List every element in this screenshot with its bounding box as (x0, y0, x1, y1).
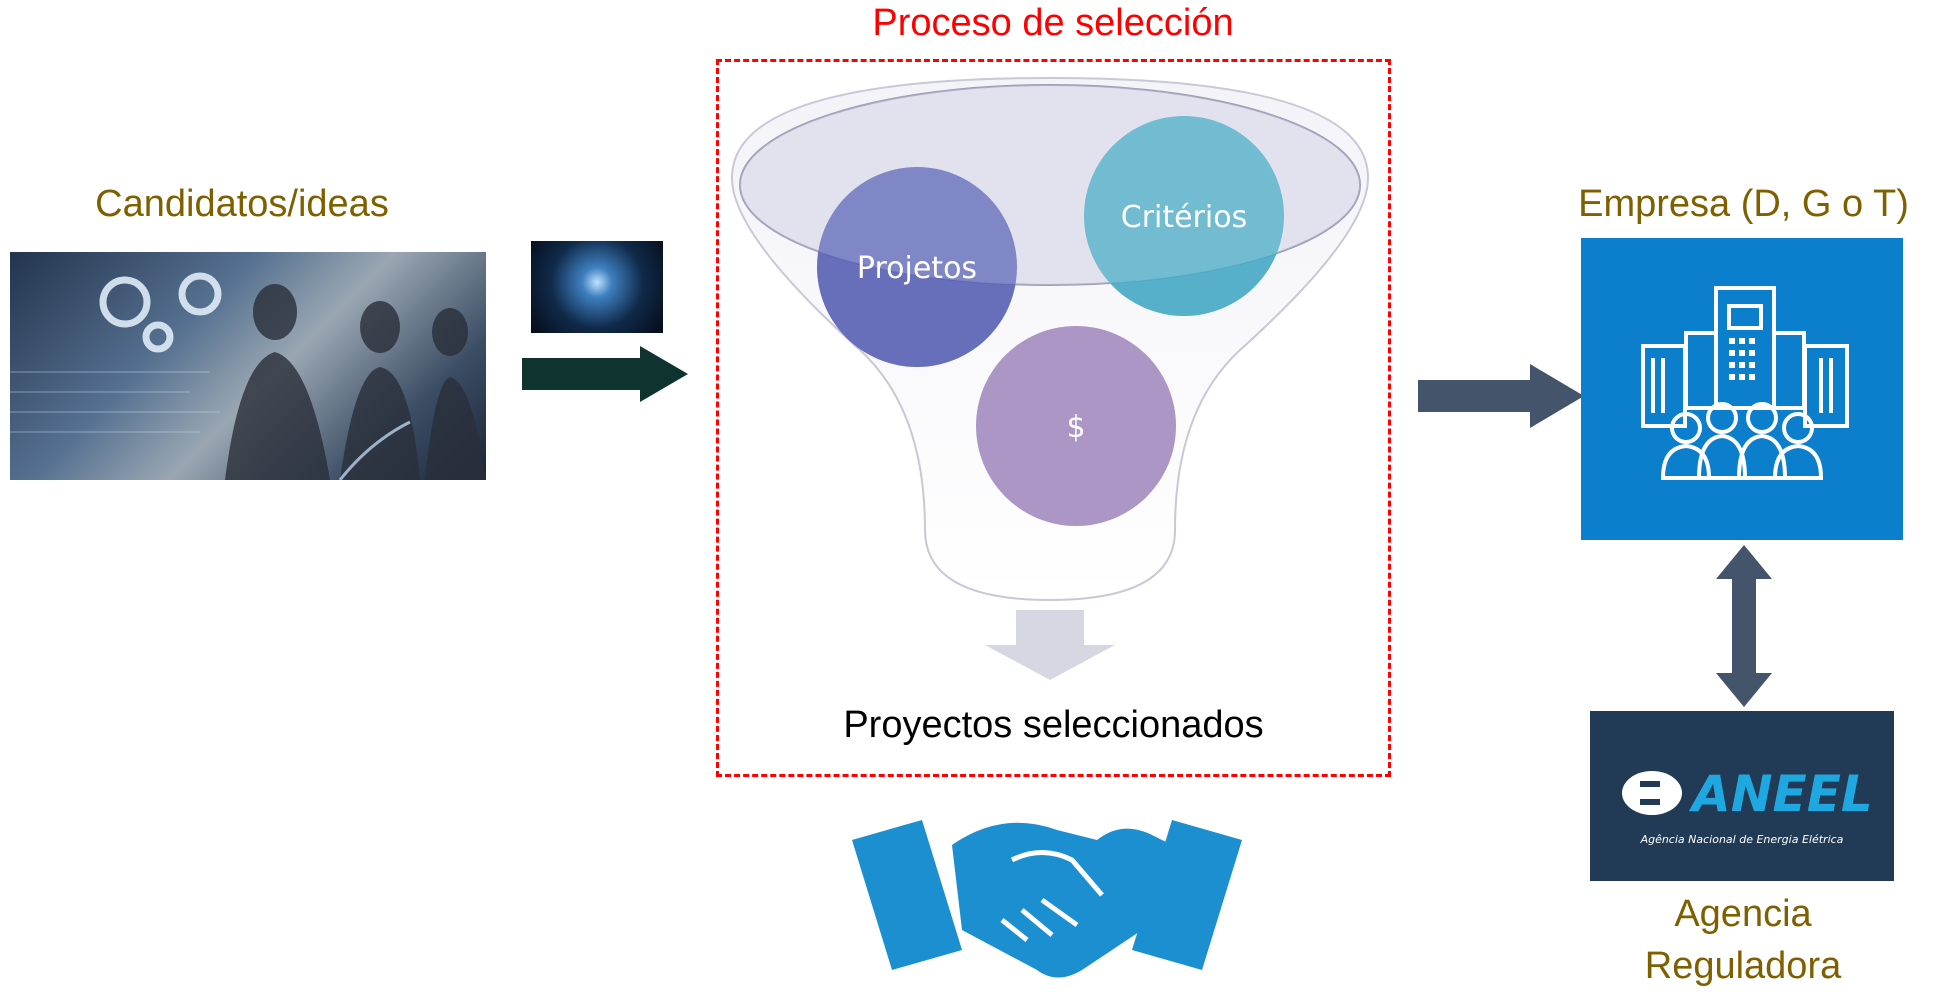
circle-criteria (1084, 116, 1284, 316)
idea-thumbnail (531, 241, 663, 333)
circle-label-money: $ (1066, 410, 1085, 445)
circle-label-projects: Projetos (857, 251, 977, 286)
down-arrow (985, 610, 1115, 680)
handshake-icon (852, 820, 1242, 978)
double-arrow (1716, 545, 1772, 707)
selection-process-box (716, 59, 1391, 777)
company-building-icon (1581, 238, 1903, 540)
right-arrow-icon (1418, 364, 1584, 428)
process-title: Proceso de selección (872, 2, 1234, 44)
regulator-label-line2: Reguladora (1644, 945, 1842, 987)
aneel-logo: ANEEL Agência Nacional de Energia Elétri… (1590, 711, 1894, 881)
circle-projects (817, 167, 1017, 367)
circle-label-criteria: Critérios (1121, 200, 1248, 235)
candidates-label: Candidatos/ideas (95, 183, 389, 225)
regulator-label-line1: Agencia (1674, 893, 1812, 935)
company-label: Empresa (D, G o T) (1578, 183, 1909, 225)
right-arrow-icon (522, 346, 688, 402)
selected-projects-label: Proyectos seleccionados (843, 704, 1264, 746)
aneel-logo-text: ANEEL (1688, 765, 1873, 823)
aneel-logo-subtitle: Agência Nacional de Energia Elétrica (1640, 833, 1844, 846)
funnel-diagram: Projetos Critérios $ (730, 76, 1370, 680)
regulator-label: Agencia Reguladora (1558, 888, 1928, 992)
circle-money (976, 326, 1176, 526)
team-photo (10, 252, 486, 480)
